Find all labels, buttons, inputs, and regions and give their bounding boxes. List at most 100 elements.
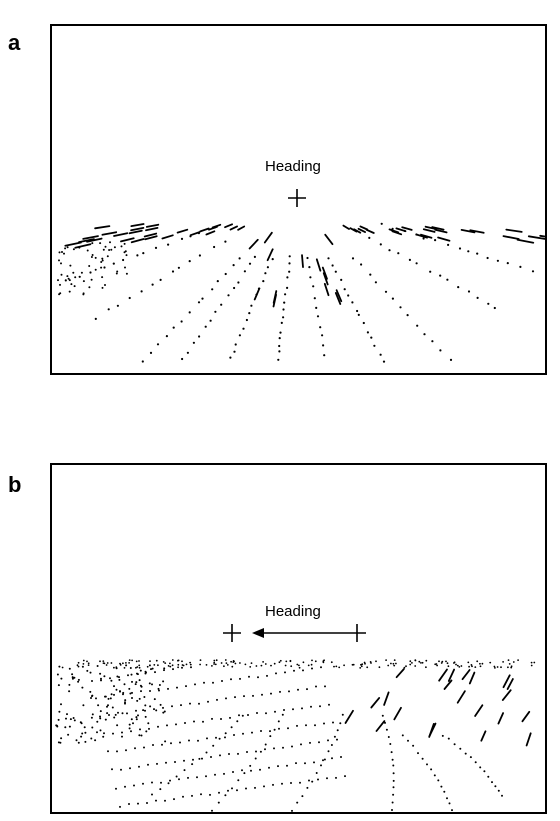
flow-dot	[73, 676, 76, 679]
flow-dot	[116, 750, 118, 753]
flow-dot	[315, 685, 317, 688]
flow-dot	[282, 316, 285, 319]
flow-dot	[308, 266, 311, 269]
flow-dot	[80, 735, 83, 738]
flow-dot	[411, 662, 413, 664]
flow-dot	[156, 343, 160, 346]
flow-dot	[456, 664, 459, 667]
flow-dot	[151, 683, 153, 686]
flow-dot	[392, 662, 395, 665]
flow-dot	[192, 758, 194, 761]
flow-dot	[101, 257, 104, 260]
flow-dot	[66, 275, 69, 278]
flow-dot	[116, 675, 119, 678]
flow-dot	[283, 301, 286, 304]
flow-dot	[197, 301, 201, 304]
flow-dot	[373, 344, 376, 347]
flow-streak	[420, 233, 433, 239]
flow-dot	[198, 757, 201, 760]
flow-streak	[539, 234, 545, 238]
flow-dot	[286, 276, 289, 279]
flow-dot	[161, 743, 163, 746]
flow-dot	[115, 787, 117, 790]
flow-dot	[134, 683, 137, 686]
flow-dot	[426, 763, 428, 766]
flow-dot	[113, 685, 115, 688]
flow-dot	[58, 259, 60, 262]
flow-dot	[409, 660, 412, 663]
flow-dot	[351, 257, 355, 260]
flow-dot	[476, 660, 479, 663]
flow-dot	[69, 264, 72, 267]
flow-dot	[341, 713, 344, 716]
flow-dot	[203, 681, 205, 684]
flow-dot	[137, 714, 139, 717]
flow-dot	[446, 797, 448, 800]
flow-dot	[508, 663, 511, 665]
flow-dot	[90, 278, 93, 281]
flow-dot	[181, 357, 184, 361]
flow-dot	[242, 732, 244, 735]
flow-dot	[58, 710, 61, 713]
flow-dot	[215, 659, 218, 662]
flow-dot	[57, 741, 60, 744]
flow-streak	[229, 225, 239, 231]
flow-dot	[494, 667, 496, 669]
flow-streak	[456, 690, 466, 704]
flow-dot	[126, 712, 128, 715]
flow-dot	[88, 286, 91, 289]
flow-dot	[245, 787, 247, 790]
flow-dot	[316, 315, 320, 318]
flow-dot	[459, 747, 462, 750]
flow-streak	[460, 228, 476, 234]
flow-dot	[439, 274, 442, 277]
flow-dot	[448, 802, 451, 805]
flow-dot	[197, 739, 199, 742]
flow-dot	[59, 292, 62, 295]
flow-dot	[125, 272, 128, 275]
flow-dot	[229, 356, 232, 359]
flow-dot	[107, 704, 109, 707]
flow-streak	[130, 223, 145, 228]
flow-dot	[82, 293, 85, 296]
flow-streak	[145, 223, 160, 228]
flow-dot	[356, 309, 359, 313]
flow-dot	[102, 660, 105, 662]
flow-dot	[68, 725, 71, 728]
flow-dot	[481, 662, 484, 665]
flow-dot	[257, 676, 259, 679]
flow-dot	[468, 665, 470, 668]
flow-dot	[136, 666, 139, 668]
flow-dot	[296, 724, 298, 727]
flow-dot	[458, 666, 461, 668]
flow-dot	[256, 712, 258, 714]
flow-dot	[151, 793, 153, 796]
flow-dot	[292, 708, 294, 711]
flow-dot	[519, 265, 522, 268]
flow-dot	[431, 340, 434, 343]
flow-dot	[252, 694, 254, 697]
flow-dot	[374, 281, 377, 284]
flow-dot	[351, 301, 354, 304]
flow-dot	[327, 257, 330, 260]
flow-dot	[124, 250, 127, 253]
flow-dot	[77, 680, 80, 683]
flow-dot	[434, 663, 437, 666]
flow-dot	[154, 246, 158, 249]
flow-dot	[213, 659, 216, 662]
flow-dot	[113, 246, 116, 249]
flow-dot	[405, 665, 407, 668]
flow-dot	[87, 664, 90, 666]
flow-dot	[193, 720, 195, 723]
flow-dot	[335, 776, 337, 779]
flow-dot	[506, 262, 509, 265]
flow-dot	[129, 667, 132, 669]
flow-dot	[68, 290, 71, 293]
flow-dot	[158, 689, 160, 692]
flow-dot	[414, 659, 417, 662]
flow-dot	[60, 703, 62, 706]
flow-dot	[73, 285, 76, 288]
flow-dot	[151, 667, 154, 670]
flow-dot	[84, 731, 87, 734]
flow-dot	[91, 694, 94, 697]
